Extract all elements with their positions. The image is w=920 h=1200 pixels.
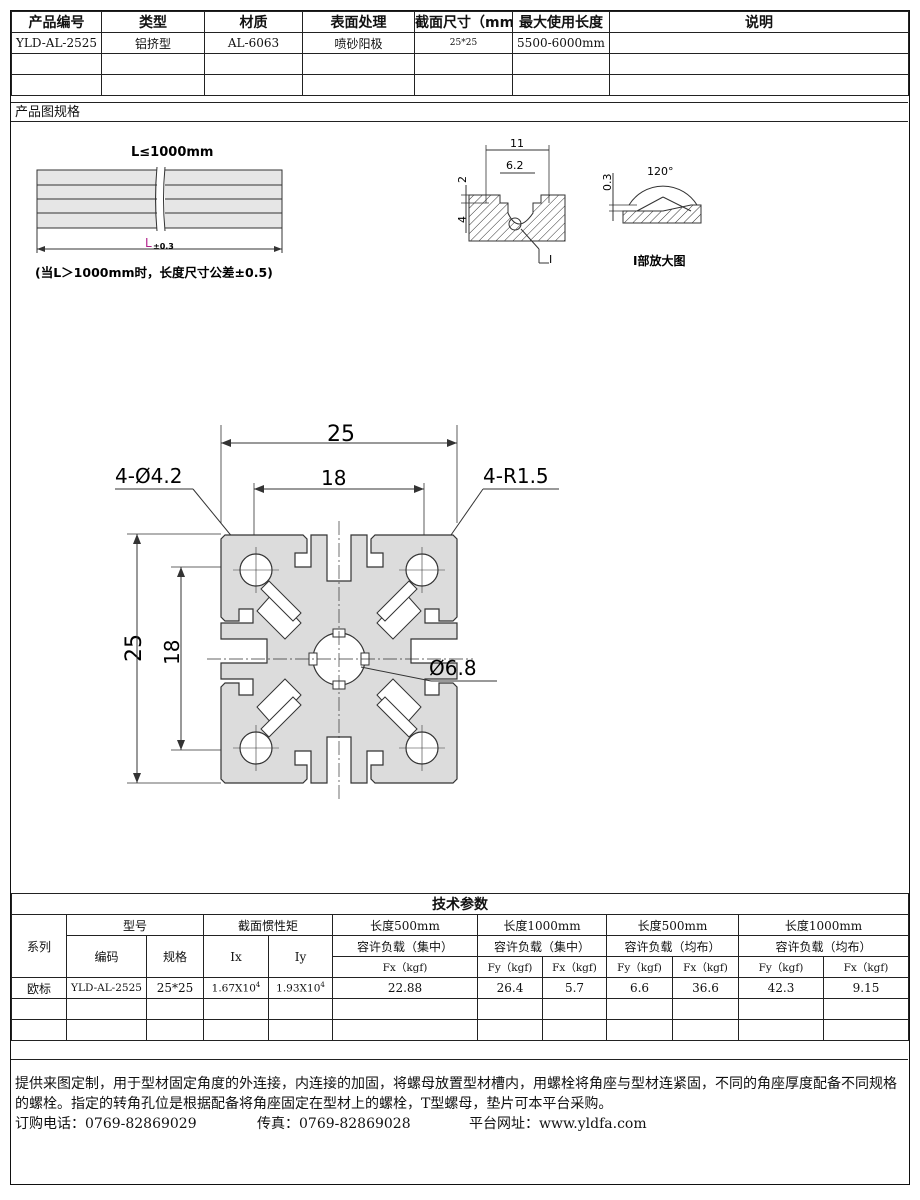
params-row: 欧标 YLD-AL-2525 25*25 1.67X104 1.93X104 2… xyxy=(11,977,909,999)
col-surface: 表面处理 xyxy=(302,11,415,33)
fax: 传真：0769-82869028 xyxy=(257,1116,411,1132)
col-code: 编码 xyxy=(66,935,147,978)
cross-inner-width-label: 18 xyxy=(321,466,346,490)
slot-detail: 11 6.2 2 4 I xyxy=(456,137,566,266)
col-fx-2: Fx（kgf) xyxy=(542,956,607,978)
cell-v7: 9.15 xyxy=(823,977,909,999)
phone: 订购电话：0769-82869029 xyxy=(15,1116,197,1132)
cell-v2: 26.4 xyxy=(477,977,543,999)
col-len500-b: 长度500mm xyxy=(606,914,739,936)
col-max-length: 最大使用长度 xyxy=(512,11,610,33)
cell-product-code: YLD-AL-2525 xyxy=(11,32,102,54)
cell-code: YLD-AL-2525 xyxy=(66,977,147,999)
params-table: 技术参数 系列 型号 截面惯性矩 长度500mm 长度1000mm 长度500m… xyxy=(11,893,909,1041)
hole-label: 4-Ø4.2 xyxy=(115,464,183,488)
col-len1000-b: 长度1000mm xyxy=(738,914,909,936)
col-iy: Iy xyxy=(268,935,333,978)
center-hole-label: Ø6.8 xyxy=(429,656,477,680)
col-type: 类型 xyxy=(101,11,205,33)
cell-material: AL-6063 xyxy=(204,32,303,54)
col-fy-1: Fy（kgf) xyxy=(477,956,543,978)
website: 平台网址：www.yldfa.com xyxy=(469,1116,647,1132)
slot-dim-left2: 4 xyxy=(456,216,469,223)
col-load-center-a: 容许负载（集中） xyxy=(332,935,478,957)
detail-angle: 120° xyxy=(647,165,674,178)
cell-v1: 22.88 xyxy=(332,977,478,999)
col-fx-3: Fx（kgf) xyxy=(672,956,739,978)
radius-label: 4-R1.5 xyxy=(483,464,549,488)
cell-spec: 25*25 xyxy=(146,977,204,999)
cross-height-label: 25 xyxy=(122,634,147,662)
params-title: 技术参数 xyxy=(11,893,909,915)
col-section-size: 截面尺寸（mm） xyxy=(414,11,513,33)
cell-ix: 1.67X104 xyxy=(203,977,269,999)
col-spec: 规格 xyxy=(146,935,204,978)
section-label: 产品图规格 xyxy=(11,102,908,122)
cell-type: 铝挤型 xyxy=(101,32,205,54)
col-fx-4: Fx（kgf) xyxy=(823,956,909,978)
tolerance-label: L xyxy=(145,236,152,250)
cell-v3: 5.7 xyxy=(542,977,607,999)
cell-v4: 6.6 xyxy=(606,977,673,999)
tolerance-sub: ±0.3 xyxy=(153,242,174,251)
spec-sheet: 产品编号 类型 材质 表面处理 截面尺寸（mm） 最大使用长度 说明 YLD-A… xyxy=(10,10,910,1185)
enlarged-detail: 0.3 120° I部放大图 xyxy=(601,165,702,268)
col-series: 系列 xyxy=(11,914,67,978)
col-load-even-a: 容许负载（均布） xyxy=(606,935,739,957)
cross-section: 25 18 4-Ø4.2 4-R1.5 25 xyxy=(115,422,559,799)
col-description: 说明 xyxy=(609,11,909,33)
col-load-even-b: 容许负载（均布） xyxy=(738,935,909,957)
length-label: L≤1000mm xyxy=(131,145,213,160)
col-fy-3: Fy（kgf) xyxy=(738,956,824,978)
cell-section-size: 25*25 xyxy=(414,32,513,54)
cell-v5: 36.6 xyxy=(672,977,739,999)
col-fx-1: Fx（kgf) xyxy=(332,956,478,978)
col-inertia: 截面惯性矩 xyxy=(203,914,333,936)
detail-dim: 0.3 xyxy=(601,174,614,192)
length-note: (当L＞1000mm时，长度尺寸公差±0.5) xyxy=(35,265,273,280)
cell-max-length: 5500-6000mm xyxy=(512,32,610,54)
length-view: L≤1000mm L ±0.3 (当L＞1000mm时，长度尺寸公差±0.5) xyxy=(35,145,283,280)
slot-dim-top: 11 xyxy=(510,137,524,150)
cell-iy: 1.93X104 xyxy=(268,977,333,999)
cell-surface: 喷砂阳极 xyxy=(302,32,415,54)
slot-dim-left1: 2 xyxy=(456,176,469,183)
col-product-code: 产品编号 xyxy=(11,11,102,33)
detail-label: I部放大图 xyxy=(633,253,685,268)
slot-dim-inner: 6.2 xyxy=(506,159,524,172)
description-text: 提供来图定制，用于型材固定角度的外连接，内连接的加固，将螺母放置型材槽内，用螺栓… xyxy=(15,1076,897,1112)
col-fy-2: Fy（kgf) xyxy=(606,956,673,978)
col-len500-a: 长度500mm xyxy=(332,914,478,936)
col-model: 型号 xyxy=(66,914,204,936)
cell-v6: 42.3 xyxy=(738,977,824,999)
col-ix: Ix xyxy=(203,935,269,978)
detail-marker: I xyxy=(549,253,552,266)
col-load-center-b: 容许负载（集中） xyxy=(477,935,607,957)
col-material: 材质 xyxy=(204,11,303,33)
product-table: 产品编号 类型 材质 表面处理 截面尺寸（mm） 最大使用长度 说明 YLD-A… xyxy=(11,11,909,96)
cross-inner-height-label: 18 xyxy=(160,640,184,665)
profile-drawing: L≤1000mm L ±0.3 (当L＞1000mm时，长度尺寸公差±0.5) … xyxy=(35,137,702,799)
cell-description xyxy=(609,32,909,54)
col-len1000-a: 长度1000mm xyxy=(477,914,607,936)
cell-series: 欧标 xyxy=(11,977,67,999)
contact-line: 订购电话：0769-82869029 传真：0769-82869028 平台网址… xyxy=(15,1114,904,1134)
description: 提供来图定制，用于型材固定角度的外连接，内连接的加固，将螺母放置型材槽内，用螺栓… xyxy=(11,1059,908,1134)
